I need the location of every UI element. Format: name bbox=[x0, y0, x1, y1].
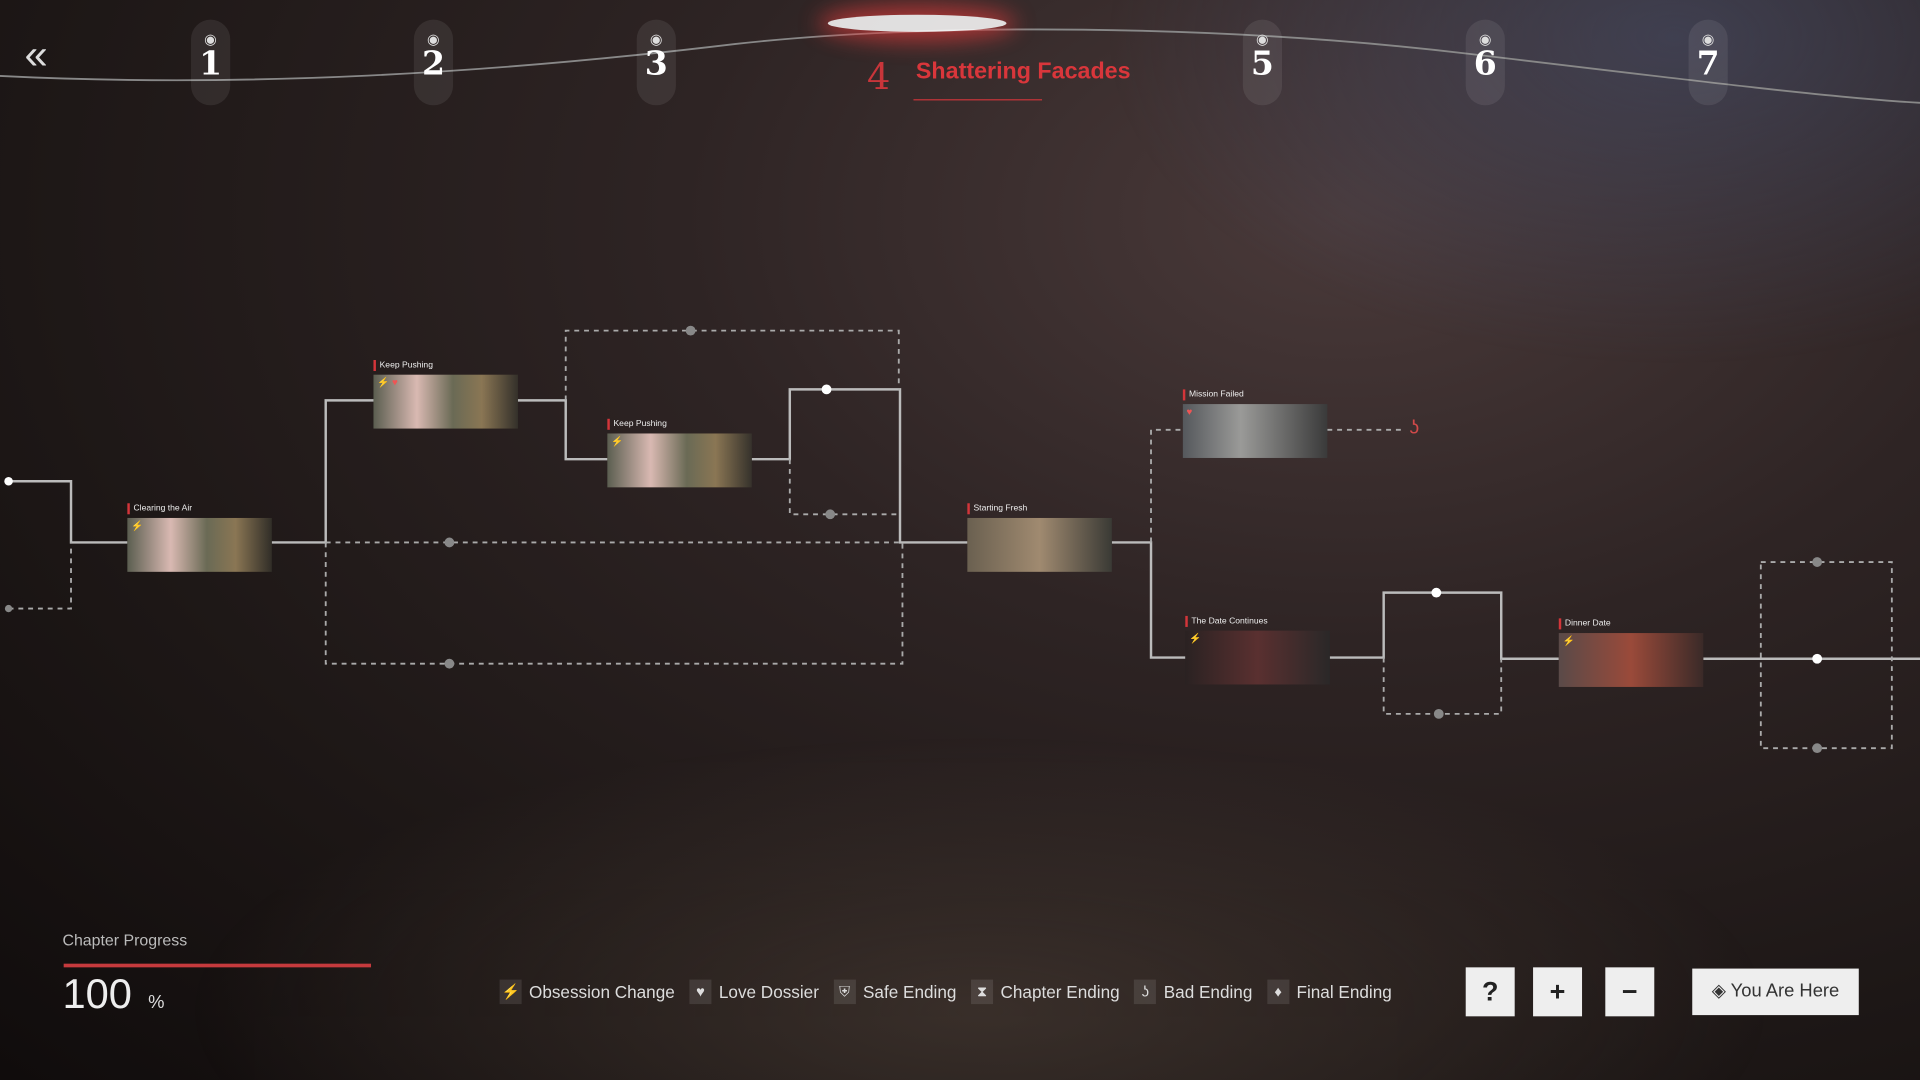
legend-label: Final Ending bbox=[1296, 982, 1392, 1002]
you-are-here-button[interactable]: ◈ You Are Here bbox=[1692, 968, 1859, 1016]
hourglass-icon: ⧗ bbox=[971, 979, 994, 1005]
legend-label: Bad Ending bbox=[1163, 982, 1253, 1002]
story-node-keep-pushing-1[interactable]: Keep Pushing ⚡ ♥ bbox=[373, 360, 518, 429]
chapter-progress-value: 100 bbox=[62, 971, 132, 1018]
story-node-dinner-date[interactable]: Dinner Date ⚡ bbox=[1558, 618, 1704, 687]
timeline-curve bbox=[0, 28, 1920, 104]
legend-label: Obsession Change bbox=[528, 982, 675, 1002]
legend-label: Safe Ending bbox=[862, 982, 957, 1002]
node-thumbnail[interactable]: ⚡ bbox=[607, 433, 752, 488]
obsession-change-icon: ⚡ bbox=[611, 435, 624, 447]
background-glow bbox=[1102, 0, 1920, 368]
shield-icon: ⛨ bbox=[833, 979, 856, 1005]
dashed-paths bbox=[8, 329, 1893, 750]
node-badge-icons: ⚡ ♥ bbox=[377, 377, 398, 389]
story-node-the-date-continues[interactable]: The Date Continues ⚡ bbox=[1185, 615, 1330, 685]
legend-chapter-ending: ⧗ Chapter Ending bbox=[971, 979, 1120, 1005]
title-underline bbox=[913, 99, 1043, 101]
node-title: Mission Failed bbox=[1182, 389, 1327, 401]
legend-bad-ending: ʖ Bad Ending bbox=[1134, 979, 1253, 1005]
love-dossier-icon: ♥ bbox=[689, 979, 712, 1005]
obsession-change-icon: ⚡ bbox=[131, 520, 144, 532]
help-button[interactable]: ? bbox=[1465, 967, 1515, 1017]
chapter-2-tab[interactable]: ◉2 bbox=[413, 19, 454, 106]
diamond-heart-icon: ♦ bbox=[1267, 979, 1290, 1005]
hook-icon: ʖ bbox=[1134, 979, 1157, 1005]
node-thumbnail[interactable]: ♥ bbox=[1182, 404, 1328, 458]
eye-icon: ◉ bbox=[649, 30, 663, 48]
story-node-mission-failed[interactable]: Mission Failed ♥ bbox=[1182, 389, 1328, 458]
node-title: Keep Pushing bbox=[373, 360, 517, 372]
active-nodes bbox=[4, 384, 1823, 664]
current-chapter-glow bbox=[827, 14, 1007, 32]
legend-label: Chapter Ending bbox=[1000, 982, 1120, 1002]
node-thumbnail[interactable]: ⚡ bbox=[1558, 633, 1704, 687]
node-thumbnail[interactable]: ⚡ ♥ bbox=[373, 374, 518, 429]
love-dossier-icon: ♥ bbox=[1186, 406, 1193, 418]
eye-icon: ◉ bbox=[1701, 30, 1715, 48]
node-thumbnail[interactable]: ⚡ bbox=[1185, 630, 1330, 685]
eye-icon: ◉ bbox=[1256, 30, 1269, 48]
legend-final-ending: ♦ Final Ending bbox=[1267, 979, 1392, 1005]
chapter-progress-bar bbox=[63, 963, 372, 968]
node-title: Keep Pushing bbox=[607, 418, 751, 430]
obsession-change-icon: ⚡ bbox=[499, 979, 522, 1005]
legend-label: Love Dossier bbox=[718, 982, 819, 1002]
current-chapter-title: Shattering Facades bbox=[915, 58, 1131, 85]
location-icon: ◈ bbox=[1711, 980, 1731, 1002]
chapter-number: 5 bbox=[1250, 45, 1274, 84]
story-node-starting-fresh[interactable]: Starting Fresh bbox=[967, 503, 1112, 572]
solid-paths bbox=[8, 388, 1920, 661]
chapter-1-tab[interactable]: ◉1 bbox=[191, 19, 231, 106]
legend-love-dossier: ♥ Love Dossier bbox=[689, 979, 819, 1005]
chapter-number: 1 bbox=[199, 45, 223, 84]
eye-icon: ◉ bbox=[427, 30, 440, 48]
node-title: Dinner Date bbox=[1558, 618, 1703, 630]
chapter-number: 3 bbox=[644, 45, 668, 84]
background-rubble bbox=[183, 734, 1776, 1080]
chapter-5-tab[interactable]: ◉5 bbox=[1242, 19, 1283, 106]
back-button[interactable]: « bbox=[24, 31, 48, 79]
eye-icon: ◉ bbox=[204, 30, 218, 48]
chapter-number: 6 bbox=[1473, 45, 1497, 84]
node-title: Clearing the Air bbox=[127, 503, 271, 515]
eye-icon: ◉ bbox=[1478, 30, 1492, 48]
legend-safe-ending: ⛨ Safe Ending bbox=[833, 979, 957, 1005]
legend-obsession-change: ⚡ Obsession Change bbox=[499, 979, 675, 1005]
chapter-number: 7 bbox=[1696, 45, 1720, 84]
chapter-7-tab[interactable]: ◉7 bbox=[1688, 19, 1728, 106]
chapter-number: 2 bbox=[421, 45, 445, 84]
bad-ending-icon[interactable]: ʖ bbox=[1409, 417, 1420, 439]
node-title: The Date Continues bbox=[1185, 615, 1329, 627]
chapter-3-tab[interactable]: ◉3 bbox=[636, 19, 676, 106]
chapter-6-tab[interactable]: ◉6 bbox=[1465, 19, 1505, 106]
story-node-keep-pushing-2[interactable]: Keep Pushing ⚡ bbox=[607, 418, 752, 488]
chapter-progress-label: Chapter Progress bbox=[62, 930, 188, 949]
path-nodes bbox=[4, 325, 1823, 754]
node-title: Starting Fresh bbox=[967, 503, 1111, 515]
obsession-change-icon: ⚡ bbox=[1188, 633, 1202, 645]
story-node-clearing-the-air[interactable]: Clearing the Air ⚡ bbox=[127, 503, 272, 572]
node-thumbnail[interactable]: ⚡ bbox=[127, 517, 272, 572]
percent-sign: % bbox=[148, 991, 165, 1013]
you-are-here-label: You Are Here bbox=[1730, 980, 1840, 1002]
zoom-out-button[interactable]: − bbox=[1605, 967, 1655, 1017]
current-chapter-number[interactable]: 4 bbox=[866, 56, 891, 100]
node-thumbnail[interactable] bbox=[967, 517, 1112, 572]
obsession-change-icon: ⚡ bbox=[1562, 635, 1575, 647]
zoom-in-button[interactable]: + bbox=[1533, 967, 1583, 1017]
legend: ⚡ Obsession Change ♥ Love Dossier ⛨ Safe En… bbox=[499, 979, 1392, 1005]
